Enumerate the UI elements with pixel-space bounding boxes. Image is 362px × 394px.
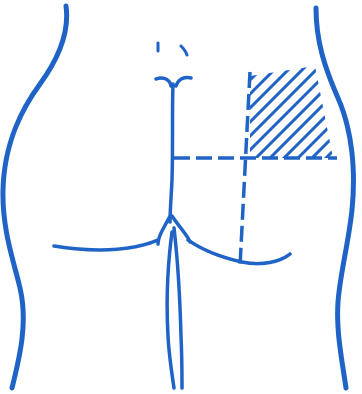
inner-thigh-left [167,232,174,388]
gluteal-cleft-upper [170,84,173,222]
left-buttock-crease [54,240,158,250]
upper-outer-quadrant-hatch [238,62,340,164]
sacral-mark-right [176,77,191,86]
inner-thigh-right [174,228,182,388]
right-dimple-mark [181,46,187,55]
right-body-contour [316,8,353,388]
quadrant-vertical-line [240,72,250,266]
left-body-contour [3,6,67,388]
sacral-mark-left [156,78,171,86]
cleft-left-curve [158,216,170,244]
